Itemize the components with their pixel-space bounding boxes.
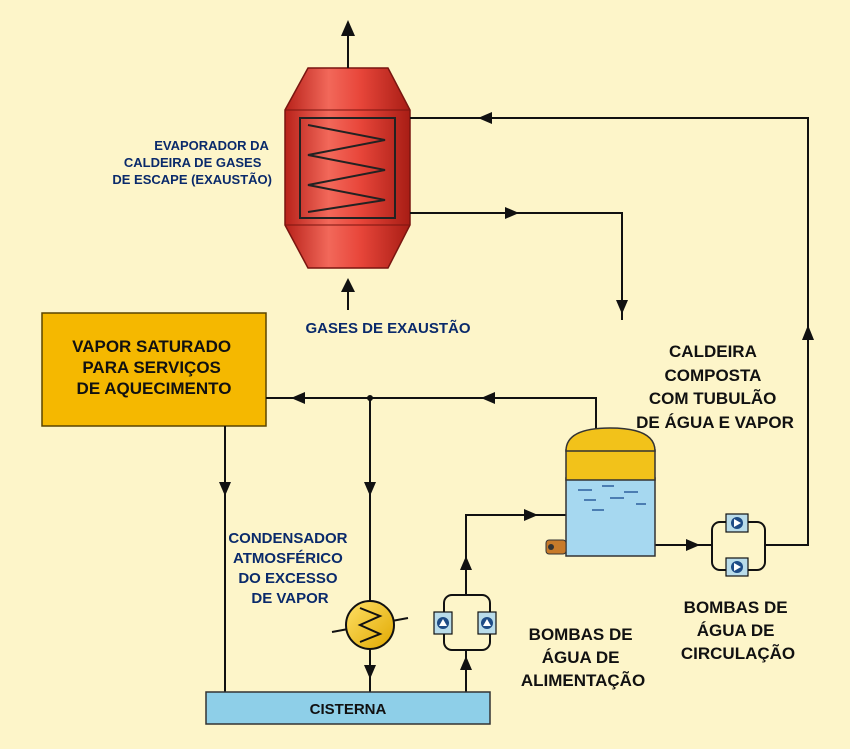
circulation-pumps [711,513,766,577]
pump-icon [433,611,453,635]
exhaust-out-arrow [341,20,355,36]
cistern-tank [205,691,491,725]
pump-icon [725,557,749,577]
pump-icon [725,513,749,533]
evaporator-label: EVAPORADOR DA CALDEIRA DE GASES DE ESCAP… [112,138,272,187]
circulation-pumps-label: BOMBAS DE ÁGUA DE CIRCULAÇÃO [681,598,795,663]
composite-boiler-label: CALDEIRA COMPOSTA COM TUBULÃO DE ÁGUA E … [636,342,794,432]
exhaust-gases-label: GASES DE EXAUSTÃO [305,319,470,337]
gas-in-arrow [341,278,355,292]
evaporator-coil [307,124,386,213]
condenser-label: CONDENSADOR ATMOSFÉRICO DO EXCESSO DE VA… [228,530,351,607]
composite-boiler [565,427,656,557]
pump-icon [477,611,497,635]
cistern-label: CISTERNA [310,701,387,718]
evaporator-vessel [284,67,411,269]
saturated-steam-box [41,312,267,427]
burner-icon [545,539,567,555]
saturated-steam-label: VAPOR SATURADO PARA SERVIÇOS DE AQUECIME… [72,337,236,398]
feed-pumps [433,594,497,651]
feed-pumps-label: BOMBAS DE ÁGUA DE ALIMENTAÇÃO [521,625,645,690]
heat-exchanger-icon [331,600,409,650]
